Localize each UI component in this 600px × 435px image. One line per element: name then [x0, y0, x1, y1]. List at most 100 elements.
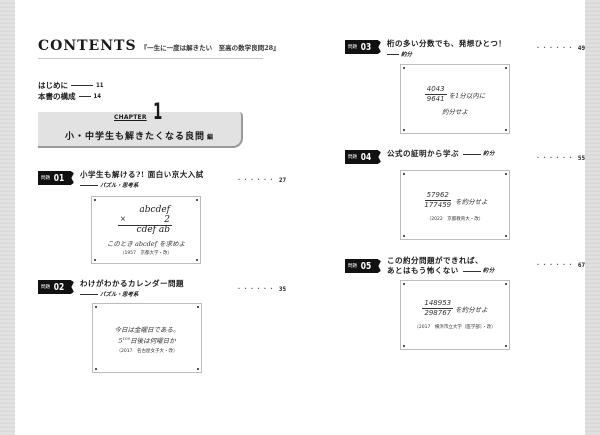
leader-line [463, 153, 481, 155]
source: （2017 名古屋女子大・改） [116, 349, 178, 354]
source: （2017 横浜市立大学〔医学部〕・改） [414, 325, 496, 330]
leader-dots: ・・・・・・ [535, 155, 575, 162]
toc-problem-03[interactable]: 問題 03 桁の多い分数でも、発想ひとつ！ 約分 ・・・・・・ 49 [345, 39, 585, 60]
problem-page: ・・・・・・ 27 [236, 175, 287, 185]
problem-category: パズル・思考系 [80, 181, 139, 189]
toc-item-label: はじめに [38, 81, 68, 90]
badge-label: 問題 [41, 176, 50, 181]
question-text-2: 約分せよ [442, 108, 468, 116]
problem-title: この約分問題ができれば、 [387, 256, 483, 265]
question: 148953 298767 を約分せよ [401, 299, 509, 318]
page-edge-right [585, 0, 600, 435]
question-text: を約分せよ [455, 305, 488, 314]
problem-title: 小学生も解ける?! 面白い京大入試 [80, 170, 204, 179]
multiplicand: abcdef [139, 205, 170, 215]
leader-line [78, 96, 91, 97]
leader-dots: ・・・・・・ [236, 286, 276, 293]
book-title: 『一生に一度は解きたい 至高の数学良問28』 [140, 44, 280, 52]
problem-badge: 問題 03 [345, 40, 378, 54]
question-text: 日後は何曜日か [130, 337, 176, 345]
problem-title-text: あとはもう怖くない [387, 266, 459, 275]
problem-category: 約分 [462, 266, 495, 276]
leader-line [80, 293, 98, 295]
toc-item-page: 11 [96, 82, 104, 89]
page-number: 35 [278, 284, 287, 293]
question-text: を1分以内に [448, 91, 486, 100]
page-number: 55 [577, 153, 586, 162]
toc-item-label: 本書の構成 [38, 92, 76, 101]
left-page: CONTENTS 『一生に一度は解きたい 至高の数学良問28』 はじめに 11 … [15, 0, 300, 435]
problem-page: ・・・・・・ 55 [535, 153, 586, 163]
chapter-title: 小・中学生も解きたくなる良問編 [38, 129, 241, 142]
multiplication: abcdef ×2 cdef ab [92, 205, 200, 235]
header-rule [38, 58, 263, 59]
chapter-label: CHAPTER 1 [38, 102, 241, 124]
denominator: 177459 [424, 201, 452, 209]
multiplier: 2 [164, 215, 170, 225]
problem-03-box: 4043 9641 を1分以内に 約分せよ [400, 64, 510, 134]
toc-item-intro[interactable]: はじめに 11 [38, 80, 104, 91]
question-text: を約分せよ [455, 197, 488, 206]
toc-problem-02[interactable]: 問題 02 わけがわかるカレンダー問題 パズル・思考系 ・・・・・・ 35 [38, 279, 288, 300]
leader-line [80, 184, 98, 186]
category-text: 約分 [483, 151, 496, 157]
badge-number: 05 [360, 260, 372, 272]
badge-number: 02 [53, 281, 65, 293]
chapter-number: 1 [152, 100, 162, 125]
problem-05-box: 148953 298767 を約分せよ （2017 横浜市立大学〔医学部〕・改） [400, 280, 510, 350]
intro-list: はじめに 11 本書の構成 14 [38, 80, 104, 102]
problem-title: 桁の多い分数でも、発想ひとつ！ [387, 39, 507, 48]
badge-number: 01 [53, 172, 65, 184]
problem-category: 約分 [463, 149, 495, 159]
problem-title: わけがわかるカレンダー問題 [80, 279, 184, 288]
toc-problem-04[interactable]: 問題 04 公式の証明から学ぶ 約分 ・・・・・・ 55 [345, 149, 585, 170]
fraction: 4043 9641 [424, 85, 447, 104]
problem-page: ・・・・・・ 35 [236, 284, 287, 294]
sum-bar [118, 225, 172, 226]
right-page: 問題 03 桁の多い分数でも、発想ひとつ！ 約分 ・・・・・・ 49 4043 … [300, 0, 585, 435]
leader-dots: ・・・・・・ [236, 177, 276, 184]
problem-title-line-2: あとはもう怖くない 約分 [387, 266, 495, 276]
leader-dots: ・・・・・・ [535, 45, 575, 52]
fraction: 57962 177459 [422, 191, 453, 210]
problem-badge: 問題 04 [345, 150, 378, 164]
page-number: 49 [577, 43, 586, 52]
leader-line [387, 53, 399, 55]
problem-badge: 問題 05 [345, 259, 378, 273]
contents-header: CONTENTS 『一生に一度は解きたい 至高の数学良問28』 [38, 38, 280, 54]
numerator: 4043 [424, 85, 447, 95]
badge-number: 04 [360, 151, 372, 163]
badge-number: 03 [360, 41, 372, 53]
page-number: 67 [577, 260, 586, 269]
chapter-title-text: 小・中学生も解きたくなる良問 [64, 132, 205, 142]
leader-dots: ・・・・・・ [535, 262, 575, 269]
problem-category: パズル・思考系 [80, 290, 139, 298]
page-edge-left [0, 0, 15, 435]
numerator: 57962 [424, 191, 451, 201]
problem-badge: 問題 01 [38, 171, 71, 185]
source: （2022 京都教育大・改） [426, 217, 484, 222]
denominator: 298767 [424, 309, 452, 317]
problem-category: 約分 [387, 50, 412, 58]
badge-label: 問題 [348, 45, 357, 50]
toc-problem-01[interactable]: 問題 01 小学生も解ける?! 面白い京大入試 パズル・思考系 ・・・・・・ 2… [38, 170, 288, 261]
product: cdef ab [136, 225, 170, 235]
toc-problem-05[interactable]: 問題 05 この約分問題ができれば、 あとはもう怖くない 約分 ・・・・・・ 6… [345, 256, 585, 281]
badge-label: 問題 [348, 155, 357, 160]
toc-item-structure[interactable]: 本書の構成 14 [38, 91, 104, 102]
leader-line [462, 270, 481, 272]
badge-label: 問題 [348, 264, 357, 269]
problem-badge: 問題 02 [38, 280, 71, 294]
problem-title: 公式の証明から学ぶ 約分 [387, 149, 495, 159]
category-text: 約分 [482, 268, 495, 274]
category-text: パズル・思考系 [100, 183, 139, 189]
problem-01-box: abcdef ×2 cdef ab このとき abcdef を求めよ （1957… [91, 196, 201, 264]
category-text: 約分 [401, 52, 413, 58]
exponent: 100 [122, 335, 131, 341]
numerator: 148953 [422, 299, 454, 309]
question-line-2: 5100日後は何曜日か [93, 335, 201, 345]
contents-title: CONTENTS [38, 38, 137, 54]
source: （1957 京都大学・改） [120, 251, 172, 256]
base: 5 [118, 337, 123, 345]
instruction: このとき abcdef を求めよ [106, 240, 186, 248]
